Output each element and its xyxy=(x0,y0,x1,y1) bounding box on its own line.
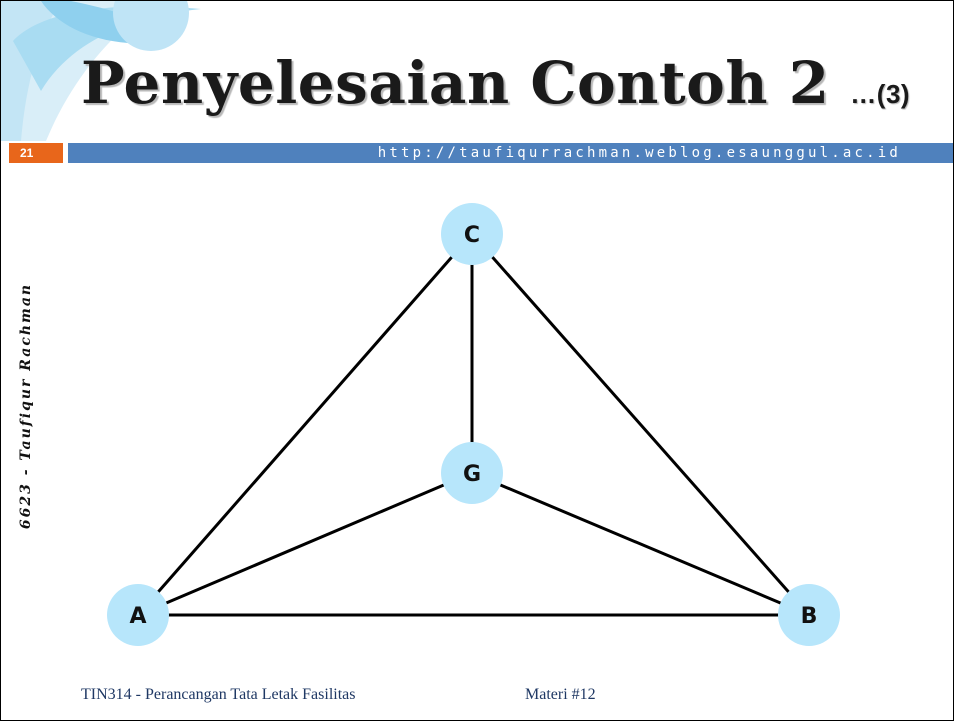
corner-decoration xyxy=(1,1,201,141)
url-bar: http://taufiqurrachman.weblog.esaunggul.… xyxy=(68,143,953,163)
node-a-label: A xyxy=(129,604,146,629)
footer-course: TIN314 - Perancangan Tata Letak Fasilita… xyxy=(81,686,356,703)
title-suffix: …(3) xyxy=(850,79,911,109)
node-c: C xyxy=(441,203,503,265)
node-b: B xyxy=(778,584,840,646)
edge-a-c xyxy=(136,233,474,616)
slide-title: Penyelesaian Contoh 2 …(3) xyxy=(81,49,910,117)
node-b-label: B xyxy=(801,604,818,629)
footer-material: Materi #12 xyxy=(525,686,596,703)
slide-number: 21 xyxy=(9,143,63,163)
node-a: A xyxy=(107,584,169,646)
edge-a-g xyxy=(137,471,473,617)
node-c-label: C xyxy=(464,223,480,248)
edge-c-b xyxy=(470,233,811,616)
title-text: Penyelesaian Contoh 2 xyxy=(81,49,830,117)
node-g-label: G xyxy=(463,462,481,487)
node-g: G xyxy=(441,442,503,504)
edge-g-b xyxy=(471,471,810,617)
